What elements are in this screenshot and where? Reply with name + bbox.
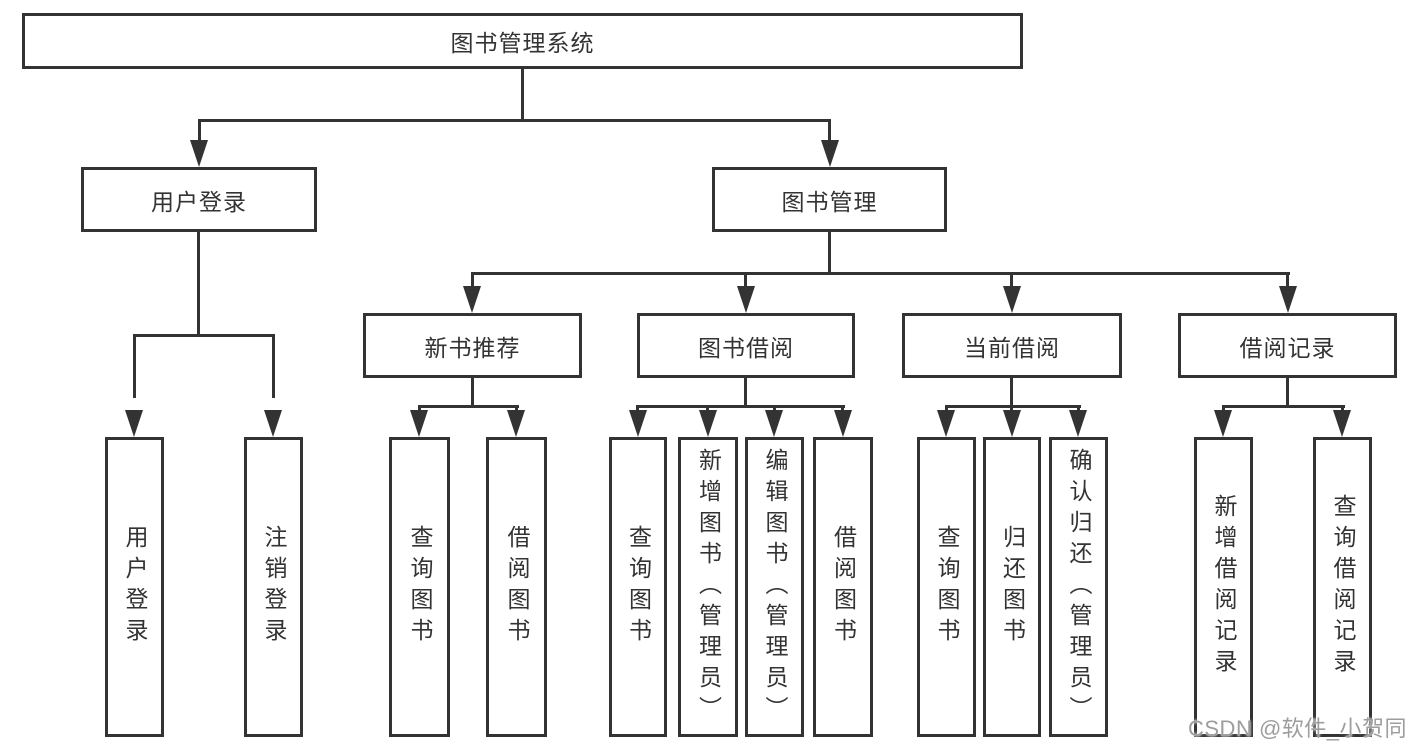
arrow-down-icon [1333,410,1351,437]
node-root: 图书管理系统 [22,13,1023,69]
connector-line [1010,378,1013,407]
node-leaf-query-borrow-record: 查询借阅记录 [1313,437,1372,737]
arrow-down-icon [1279,286,1297,313]
arrow-down-icon [737,286,755,313]
node-user-login: 用户登录 [81,167,317,232]
connector-line [636,405,845,408]
node-leaf-borrow-books-recommend: 借阅图书 [486,437,547,737]
connector-line [744,378,747,407]
node-leaf-add-book-admin: 新增图书（管理员） [678,437,738,737]
arrow-down-icon [125,410,143,437]
arrow-down-icon [937,410,955,437]
arrow-down-icon [1003,410,1021,437]
arrow-down-icon [1214,410,1232,437]
connector-line [133,334,275,337]
connector-line [272,334,275,398]
node-current-borrow: 当前借阅 [902,313,1122,378]
connector-line [744,272,747,290]
node-leaf-borrow-books: 借阅图书 [813,437,873,737]
node-leaf-confirm-return-admin: 确认归还（管理员） [1049,437,1108,737]
arrow-down-icon [834,410,852,437]
arrow-down-icon [264,410,282,437]
arrow-down-icon [765,410,783,437]
node-book-management: 图书管理 [712,167,947,232]
connector-line [198,119,831,122]
node-leaf-logout: 注销登录 [244,437,303,737]
arrow-down-icon [629,410,647,437]
connector-line [1222,405,1345,408]
connector-line [471,272,474,290]
node-leaf-query-books-borrow: 查询图书 [609,437,667,737]
connector-line [197,232,200,336]
node-leaf-query-books-recommend: 查询图书 [389,437,450,737]
connector-line [418,405,519,408]
arrow-down-icon [1069,410,1087,437]
node-leaf-query-books-current: 查询图书 [917,437,976,737]
node-leaf-add-borrow-record: 新增借阅记录 [1194,437,1253,737]
arrow-down-icon [821,140,839,167]
connector-line [471,378,474,407]
arrow-down-icon [507,410,525,437]
connector-line [945,405,1081,408]
arrow-down-icon [410,410,428,437]
arrow-down-icon [1003,286,1021,313]
node-new-book-recommend: 新书推荐 [363,313,582,378]
connector-line [1286,272,1289,290]
node-book-borrow: 图书借阅 [637,313,855,378]
connector-line [198,119,201,149]
connector-line [828,232,831,274]
connector-line [828,119,831,149]
node-leaf-user-login: 用户登录 [105,437,164,737]
node-leaf-edit-book-admin: 编辑图书（管理员） [745,437,804,737]
node-borrow-records: 借阅记录 [1178,313,1397,378]
connector-line [133,334,136,398]
arrow-down-icon [699,410,717,437]
connector-line [1010,272,1013,290]
connector-line [521,69,524,121]
arrow-down-icon [463,286,481,313]
watermark: CSDN @软件_小贺同学 [1188,716,1405,741]
arrow-down-icon [190,140,208,167]
node-leaf-return-book: 归还图书 [983,437,1041,737]
connector-line [472,272,1290,275]
connector-line [1286,378,1289,407]
